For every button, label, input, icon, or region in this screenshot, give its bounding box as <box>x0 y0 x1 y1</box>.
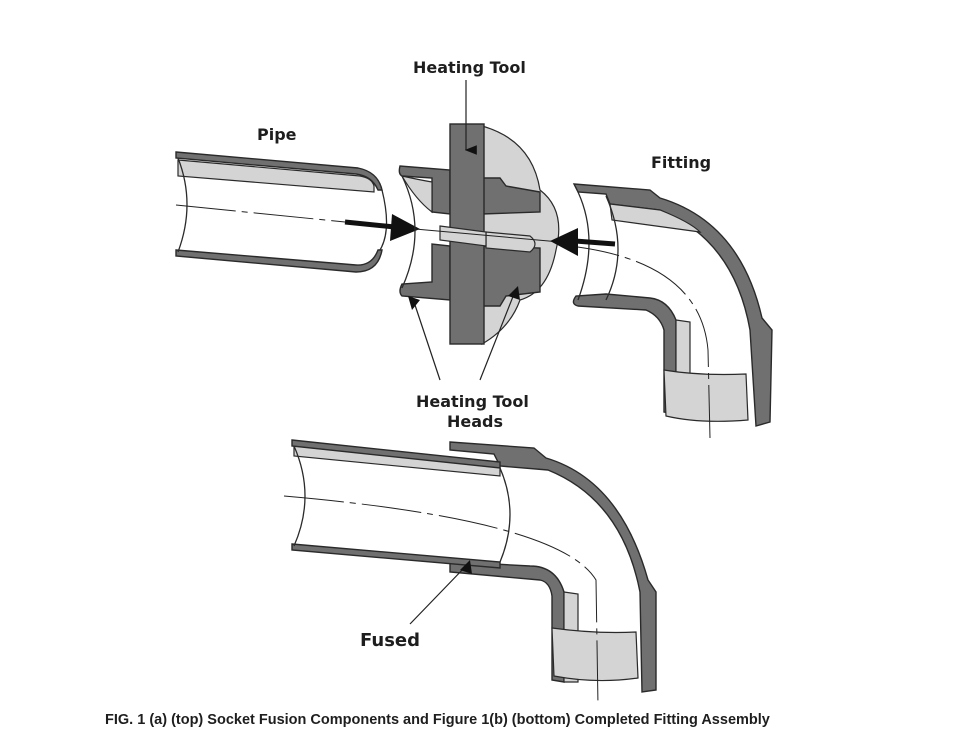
label-pipe: Pipe <box>257 125 297 144</box>
heating-tool-assembly <box>398 123 560 346</box>
fused-leader <box>409 565 467 625</box>
figure-caption: FIG. 1 (a) (top) Socket Fusion Component… <box>105 712 770 728</box>
label-fused: Fused <box>360 630 421 651</box>
assembly-bottom <box>291 439 657 693</box>
assembly-centerline <box>283 495 599 707</box>
heads-leader-right <box>479 293 515 381</box>
pipe-top <box>175 151 388 273</box>
fitting-centerline <box>559 244 711 439</box>
heads-leader-left <box>413 301 441 381</box>
fitting-top <box>572 183 773 427</box>
fitting-push-arrow <box>550 228 616 256</box>
label-heating-tool: Heating Tool <box>413 58 526 77</box>
pipe-centerline <box>175 204 346 223</box>
label-heating-tool-heads-line2: Heads <box>447 412 504 431</box>
label-fitting: Fitting <box>651 153 712 172</box>
pipe-push-arrow <box>344 214 420 241</box>
label-heating-tool-heads-line1: Heating Tool <box>416 392 529 411</box>
